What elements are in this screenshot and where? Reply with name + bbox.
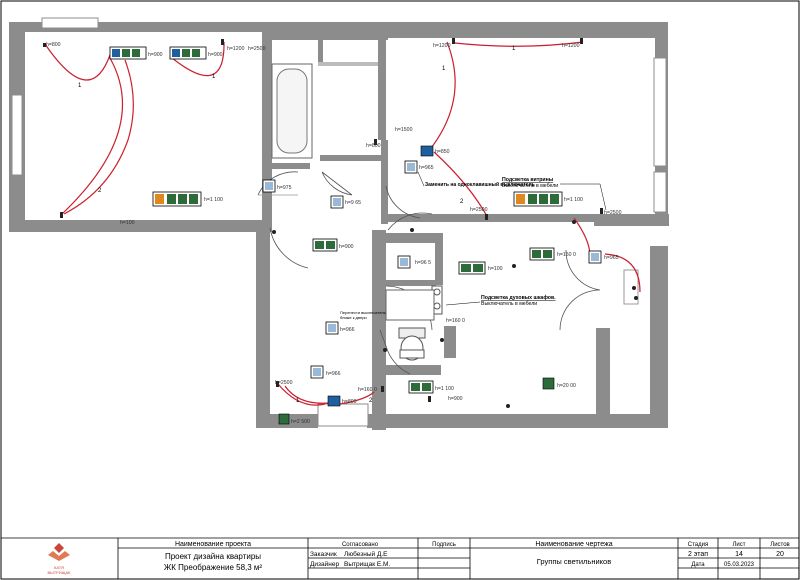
- note-small-2: ближе к двери: [340, 315, 367, 320]
- height-label: h=1 100: [204, 197, 223, 203]
- fixtures: [385, 269, 639, 321]
- switch-block-icon: [169, 46, 207, 60]
- socket-block-icon: [529, 247, 555, 261]
- sheets-header: Листов: [770, 542, 790, 548]
- note-wardrobe-sub: Выключатель в мебели: [481, 301, 537, 307]
- height-label: h=850: [435, 149, 450, 155]
- height-label: h=1200: [433, 43, 451, 49]
- project-line-2: ЖК Преображение 58,3 м²: [164, 563, 263, 572]
- height-label: h=2500: [470, 207, 488, 213]
- bathtub: [271, 62, 378, 159]
- height-label: h=1 100: [564, 197, 583, 203]
- height-labels: h=800 h=900 h=900 h=1200 h=2500 h=1200 h…: [46, 42, 622, 425]
- height-label: h=2500: [604, 210, 622, 216]
- sheet-value: 14: [735, 551, 743, 558]
- height-label: h=900: [339, 244, 354, 250]
- walls: [9, 22, 669, 430]
- logo-icon: [54, 543, 64, 553]
- logo-line1: КАТЯ: [54, 565, 64, 570]
- logo: КАТЯ ВЫТРИЩАК: [48, 543, 72, 575]
- note-single-key: Заменить на одноклавишный выключатель: [425, 181, 535, 188]
- socket-block-icon: [312, 238, 338, 252]
- height-label: h=965: [419, 165, 434, 171]
- socket-block-icon: [152, 191, 202, 207]
- note-showcase-sub: Выключатель в мебели: [502, 183, 558, 189]
- note-small-1: Перенести выключатель: [340, 310, 386, 315]
- note-wardrobe-title: Подсветка духовых шкафов.: [481, 294, 556, 301]
- height-label: h=96 5: [415, 260, 431, 266]
- height-label: h=20 00: [557, 383, 576, 389]
- windows: [11, 17, 667, 427]
- height-label: h=1500: [395, 127, 413, 133]
- note-text: Заменить на одноклавишный выключатель: [425, 181, 535, 188]
- height-label: h=1 100: [435, 386, 454, 392]
- height-label: h=150 0: [557, 252, 576, 258]
- height-label: h=100: [120, 220, 135, 226]
- stage-header: Стадия: [688, 542, 708, 548]
- height-label: h=965: [604, 255, 619, 261]
- sheets-value: 20: [776, 551, 784, 558]
- electrical-blocks: [109, 46, 602, 425]
- switch-block-icon: [109, 46, 147, 60]
- socket-icon: [542, 377, 555, 390]
- drawing-name-header: Наименование чертежа: [535, 541, 612, 548]
- height-label: h=800: [46, 42, 61, 48]
- drawing-name: Группы светильников: [537, 557, 611, 566]
- logo-line2: ВЫТРИЩАК: [48, 570, 72, 575]
- socket-icon: [278, 413, 290, 425]
- height-label: h=800: [366, 143, 381, 149]
- wire-number: 2: [369, 398, 373, 404]
- height-label: h=966: [326, 371, 341, 377]
- height-label: h=900: [208, 52, 223, 58]
- date-value: 05.03.2023: [724, 562, 755, 568]
- height-label: h=100: [488, 266, 503, 272]
- title-block: КАТЯ ВЫТРИЩАК Наименование проекта Проек…: [1, 537, 799, 579]
- height-label: h=1200: [562, 43, 580, 49]
- socket-block-icon: [408, 380, 434, 394]
- switch-icon: [420, 145, 434, 157]
- height-label: h=1200: [227, 46, 245, 52]
- height-label: h=900: [148, 52, 163, 58]
- designer-label: Дизайнер: [310, 560, 339, 568]
- signature-header: Подпись: [432, 542, 456, 548]
- switch-icon: [327, 395, 341, 407]
- wire-number: 1: [78, 83, 82, 89]
- wire-numbers: 1 1 2 1 1 2 1 2: [78, 46, 516, 404]
- height-label: h=2500: [248, 46, 266, 52]
- approved-header: Согласовано: [342, 542, 379, 548]
- wire-number: 1: [212, 74, 216, 80]
- toilet: [398, 327, 426, 361]
- customer-name: Любезный Д.Е: [344, 550, 388, 558]
- annotations: Заменить на одноклавишный выключатель По…: [340, 171, 607, 320]
- height-label: h=975: [277, 185, 292, 191]
- wire-number: 1: [296, 398, 300, 404]
- height-label: h=900: [448, 396, 463, 402]
- height-label: h=2500: [275, 380, 293, 386]
- customer-label: Заказчик: [310, 551, 337, 558]
- wire-number: 1: [442, 66, 446, 72]
- sheet-header: Лист: [732, 542, 745, 548]
- project-name-header: Наименование проекта: [175, 541, 251, 548]
- designer-name: Вытрищак Е.М.: [344, 561, 390, 568]
- stage-value: 2 этап: [688, 551, 708, 558]
- wire-number: 1: [512, 46, 516, 52]
- height-label: h=9 65: [345, 200, 361, 206]
- height-label: h=160 0: [446, 318, 465, 324]
- height-label: h=966: [340, 327, 355, 333]
- note-showcase-title: Подсветка витрины: [502, 177, 554, 183]
- socket-block-icon: [513, 191, 563, 207]
- height-label: h=800: [342, 399, 357, 405]
- socket-block-icon: [458, 261, 486, 275]
- height-label: h=160 0: [358, 387, 377, 393]
- light-points: [43, 38, 638, 408]
- height-label: h=2 500: [291, 419, 310, 425]
- wire-number: 2: [460, 199, 464, 205]
- project-line-1: Проект дизайна квартиры: [165, 552, 261, 561]
- wire-number: 2: [98, 188, 102, 194]
- date-label: Дата: [691, 562, 705, 568]
